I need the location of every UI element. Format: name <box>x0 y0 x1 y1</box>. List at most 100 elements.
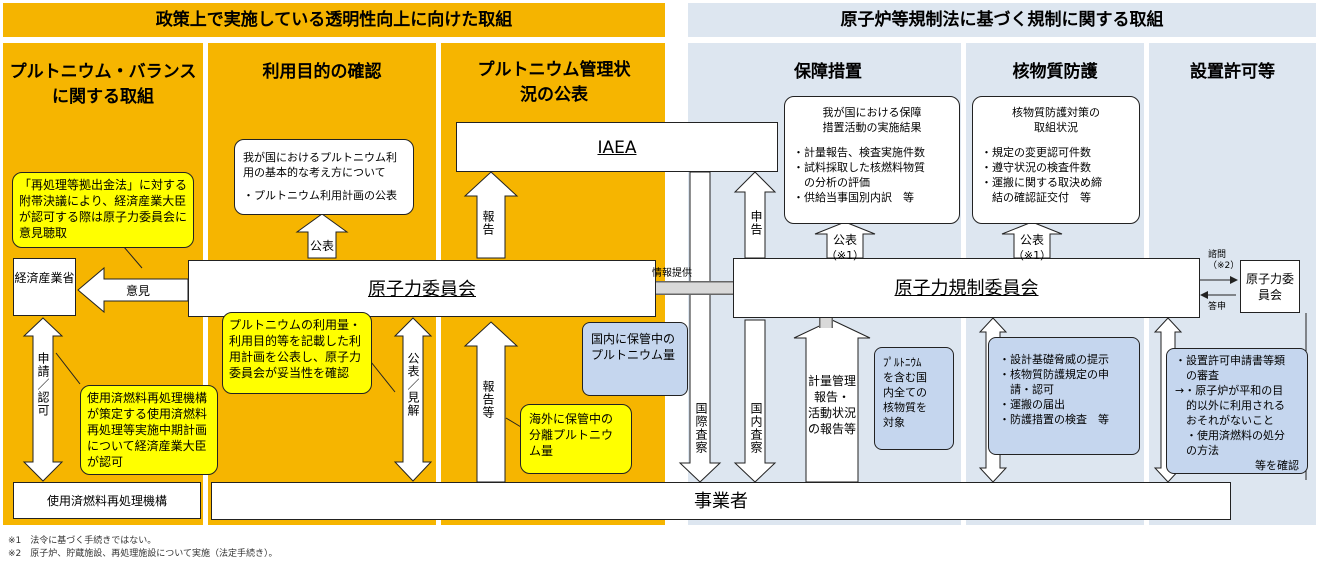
reprocessing-law-note: 「再処理等拠出金法」に対する附帯決議により、経済産業大臣が認可する際は原子力委員… <box>12 172 194 248</box>
info-provision-label: 情報提供 <box>652 268 692 279</box>
safeguards-line: 我が国における保障 <box>822 106 922 119</box>
header-transparency: 政策上で実施している透明性向上に向けた取組 <box>3 3 665 37</box>
pp-item: 請・認可 <box>999 383 1054 396</box>
nra-box: 原子力規制委員会 <box>733 258 1200 318</box>
aec-small-box: 原子力委員会 <box>1240 260 1300 313</box>
aec-policy-box: 我が国におけるプルトニウム利 用の基本的な考え方について ・プルトニウム利用計画… <box>234 139 414 215</box>
reprocessing-org-label: 使用済燃料再処理機構 <box>46 494 167 508</box>
header-regulation: 原子炉等規制法に基づく規制に関する取組 <box>688 3 1316 37</box>
accounting-line: 計量管理 <box>807 374 856 388</box>
report-label-aec: 報告等 <box>481 380 495 419</box>
pp-line: 結の確認証交付 等 <box>981 191 1091 204</box>
arrow-report-iaea <box>463 171 519 259</box>
pp-result-box: 核物質防護対策の 取組状況 ・規定の変更認可件数 ・遵守状況の検査件数 ・運搬に… <box>972 96 1140 224</box>
note1-safeguards: （※1） <box>825 249 865 262</box>
report-label-iaea: 報告 <box>481 210 495 236</box>
column-title-permission: 設置許可等 <box>1190 62 1275 82</box>
plan-approval-note: 使用済燃料再処理機構が策定する使用済燃料再処理等実施中期計画について経済産業大臣… <box>80 385 218 475</box>
pp-items-note: ・設計基礎脅威の提示 ・核物質防護規定の申 請・認可 ・運搬の届出 ・防護措置の… <box>988 337 1140 455</box>
arrow-apply-approve <box>22 317 64 482</box>
column-title-plutonium-balance: プルトニウム・バランスに関する取組 <box>9 62 197 107</box>
pp-item: ・防護措置の検査 等 <box>999 413 1109 426</box>
pp-spacer <box>981 135 1131 145</box>
nra-label: 原子力規制委員会 <box>894 278 1039 299</box>
accounting-report-text: 計量管理 報告・ 活動状況 の報告等 <box>806 373 858 437</box>
permission-line: ・設置許可申請書等類 <box>1175 354 1285 367</box>
publish-pp-text: 公表 <box>1019 233 1044 247</box>
accounting-line: 活動状況 <box>807 406 856 420</box>
iaea-label: IAEA <box>597 138 637 158</box>
column-title-publication: プルトニウム管理状況の公表 <box>477 60 631 105</box>
apply-approve-label: 申請／認可 <box>36 352 50 417</box>
all-material-line: ﾌﾟﾙﾄﾆｳﾑ <box>883 356 922 369</box>
all-material-line: 内全ての <box>883 386 927 399</box>
all-material-line: 核物質を <box>883 401 927 414</box>
aec-label: 原子力委員会 <box>368 279 476 300</box>
column-title-physical-protection: 核物質防護 <box>1012 62 1098 82</box>
all-material-note: ﾌﾟﾙﾄﾆｳﾑ を含む国 内全ての 核物質を 対象 <box>874 347 954 450</box>
permission-line: 的以外に利用される <box>1175 399 1285 412</box>
reprocessing-org-box: 使用済燃料再処理機構 <box>13 482 201 519</box>
aec-policy-line: ・プルトニウム利用計画の公表 <box>243 189 397 202</box>
answer-label: 答申 <box>1208 302 1227 312</box>
footnote-2: ※2 原子炉、貯蔵施設、再処理施設について実施（法定手続き）。 <box>8 549 278 559</box>
permission-tail: 等を確認 <box>1255 459 1299 472</box>
aec-policy-line: 我が国におけるプルトニウム利 <box>243 151 397 164</box>
aec-small-label: 原子力委員会 <box>1245 272 1294 302</box>
consult-label: 諮問 （※2） <box>1208 250 1239 272</box>
safeguards-line: 措置活動の実施結果 <box>822 121 922 134</box>
safeguards-line: の分析の評価 <box>793 176 870 189</box>
meti-label: 経済産業省 <box>14 271 75 285</box>
column-title-purpose-check: 利用目的の確認 <box>262 62 382 82</box>
permission-line: ・使用済燃料の処分 <box>1175 429 1285 442</box>
column-title-safeguards: 保障措置 <box>794 62 862 82</box>
pp-item: ・設計基礎脅威の提示 <box>999 353 1109 366</box>
footnote-1: ※1 法令に基づく手続きではない。 <box>8 536 157 546</box>
consult-text: 諮問 <box>1208 250 1227 260</box>
publish-safeguards-label: 公表 （※1） <box>826 232 864 264</box>
publish-opinion-label: 公表／見解 <box>406 352 420 417</box>
operators-label: 事業者 <box>694 491 748 512</box>
accounting-line: の報告等 <box>807 422 856 436</box>
opinion-label: 意見 <box>126 284 151 298</box>
safeguards-line: ・供給当事国別内訳 等 <box>793 191 914 204</box>
purpose-plan-note: プルトニウムの利用量・利用目的等を記載した利用計画を公表し、原子力委員会が妥当性… <box>222 312 372 394</box>
publish-label-aec: 公表 <box>310 239 335 253</box>
note1-pp: （※1） <box>1012 249 1052 262</box>
publish-safeguards-text: 公表 <box>832 233 857 247</box>
safeguards-line: ・計量報告、検査実施件数 <box>793 146 925 159</box>
permission-note: ・設置許可申請書等類 の審査 →・原子炉が平和の目 的以外に利用される おそれが… <box>1166 348 1308 474</box>
dom-inspection-label: 国内査察 <box>749 402 763 454</box>
safeguards-spacer <box>793 135 951 145</box>
arrow-dom-inspection <box>733 319 777 483</box>
aec-box: 原子力委員会 <box>188 260 656 317</box>
iaea-box: IAEA <box>456 122 778 172</box>
meti-box: 経済産業省 <box>13 258 76 316</box>
safeguards-result-box: 我が国における保障 措置活動の実施結果 ・計量報告、検査実施件数 ・試料採取した… <box>784 96 960 224</box>
arrow-intl-inspection <box>678 171 722 483</box>
arrow-publish-policy <box>295 213 349 259</box>
safeguards-line: ・試料採取した核燃料物質 <box>793 161 925 174</box>
arrow-publish-opinion <box>393 317 433 482</box>
domestic-plutonium-note: 国内に保管中のプルトニウム量 <box>582 322 688 396</box>
permission-line: おそれがないこと <box>1175 414 1274 427</box>
pp-item: ・運搬の届出 <box>999 398 1065 411</box>
overseas-plutonium-note: 海外に保管中の分離プルトニウム量 <box>520 404 632 474</box>
permission-line: の審査 <box>1175 369 1219 382</box>
pp-item: ・核物質防護規定の申 <box>999 368 1109 381</box>
permission-line: →・原子炉が平和の目 <box>1175 384 1284 397</box>
pp-line: ・遵守状況の検査件数 <box>981 161 1091 174</box>
pp-line: ・運搬に関する取決め締 <box>981 176 1102 189</box>
accounting-line: 報告・ <box>813 390 850 404</box>
operators-box: 事業者 <box>211 482 1231 520</box>
aec-policy-line: 用の基本的な考え方について <box>243 166 386 179</box>
all-material-line: を含む国 <box>883 371 927 384</box>
pp-line: 核物質防護対策の <box>1012 106 1100 119</box>
pp-line: 取組状況 <box>1034 121 1078 134</box>
note2-label: （※2） <box>1208 261 1240 271</box>
all-material-line: 対象 <box>883 416 905 429</box>
publish-pp-label: 公表 （※1） <box>1013 232 1051 264</box>
intl-inspection-label: 国際査察 <box>694 402 708 454</box>
permission-line: の方法 <box>1175 444 1219 457</box>
aec-policy-spacer <box>243 180 405 188</box>
